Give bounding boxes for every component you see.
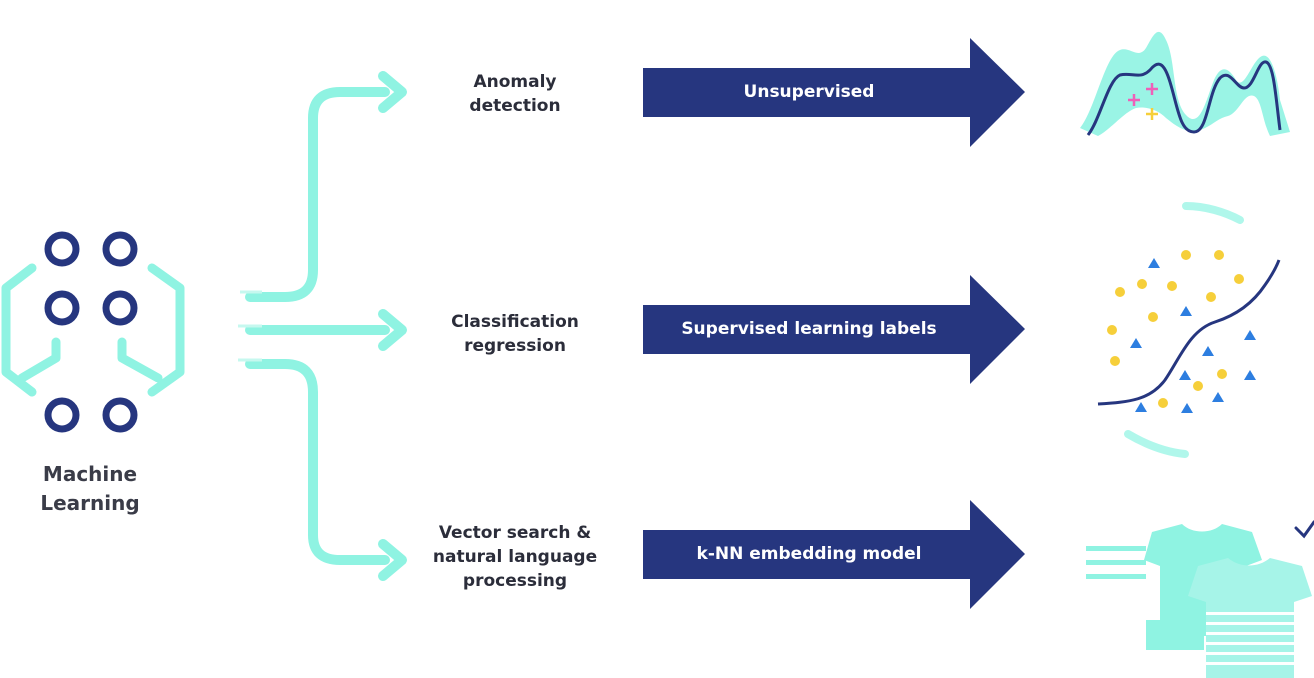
hexagon-inner-right [117,337,163,383]
machine-learning-label: Machine Learning [10,460,170,518]
task-label-line: detection [469,96,561,116]
hexagon-left-edge [1,263,37,397]
machine-learning-label-line1: Machine [42,462,138,486]
task-label-line: natural language [432,547,598,567]
node-circle-icon [44,231,80,267]
arrow-supervised-shape [643,275,1025,384]
check-icon [1294,520,1314,539]
arrow-knn-shape [643,500,1025,609]
method-arrows [643,38,1025,609]
machine-learning-label-line2: Learning [40,491,140,515]
task-label-line: Classification [451,312,579,332]
branch-line-bottom [245,359,390,565]
task-label-line: Anomaly [473,72,557,92]
task-label-vector-search: Vector search & natural language process… [425,521,605,593]
branch-connectors [238,71,407,581]
node-circle-icon [102,397,138,433]
node-circle-icon [102,290,138,326]
node-circle-icon [102,231,138,267]
task-label-line: Vector search & [438,523,592,543]
arrowhead-top-icon [378,71,407,113]
arrowhead-bottom-icon [378,539,407,581]
task-label-classification: Classification regression [430,310,600,358]
hexagon-inner-left [17,337,61,383]
method-label-supervised: Supervised learning labels [681,319,937,339]
method-label-unsupervised: Unsupervised [743,82,875,102]
machine-learning-icon [1,231,185,433]
branch-line-top [245,87,390,302]
node-circle-icon [44,397,80,433]
method-label-knn: k-NN embedding model [696,544,922,564]
node-circle-icon [44,290,80,326]
task-label-line: processing [462,571,568,591]
arrow-unsupervised-shape [643,38,1025,147]
hexagon-right-edge [147,263,185,397]
task-label-line: regression [464,336,566,356]
arrowhead-middle-icon [378,309,407,351]
task-label-anomaly-detection: Anomaly detection [440,70,590,118]
